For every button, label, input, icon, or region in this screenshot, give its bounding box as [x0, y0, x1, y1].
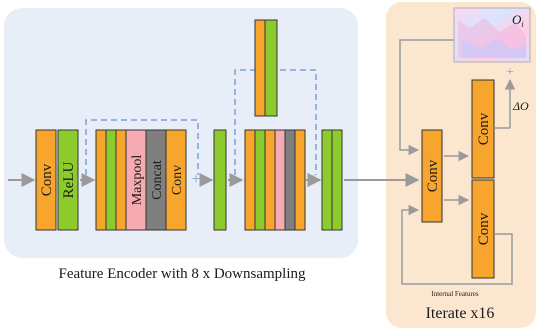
skip-connection-1	[85, 119, 199, 175]
internal-features-label: Internal Features	[431, 290, 479, 298]
output-image-label-sub: i	[521, 20, 523, 29]
block1-conv-label: Conv	[39, 163, 55, 196]
final-green-layer-2	[331, 129, 343, 231]
block3-layer3	[264, 129, 276, 231]
output-image-label-main: O	[512, 12, 522, 27]
iterate-conv-main	[421, 129, 443, 223]
iterate-conv-lower-label: Conv	[476, 212, 492, 245]
block2-layer1	[95, 129, 107, 231]
block2-concat-label: Concat	[150, 160, 165, 200]
output-image: Oi	[453, 7, 531, 63]
plus-sign-1: +	[191, 171, 200, 188]
block2-maxpool-label: Maxpool	[130, 155, 145, 206]
block2: Maxpool Concat Conv	[95, 129, 187, 231]
iterate-panel	[386, 2, 536, 328]
internal-features-loop	[401, 204, 513, 285]
block1-conv	[35, 129, 57, 231]
output-image-texture-2	[462, 38, 526, 58]
iterate-caption: Iterate x16	[426, 305, 495, 322]
block3-layer5	[284, 129, 296, 231]
block2-layer2	[105, 129, 117, 231]
iterate-conv-upper-label: Conv	[476, 112, 492, 145]
block3	[244, 129, 306, 231]
iterate-conv-upper	[471, 79, 495, 179]
block3-layer4	[274, 129, 286, 231]
top-block-green	[264, 19, 278, 117]
output-image-label: Oi	[512, 12, 524, 29]
block3-layer1	[244, 129, 256, 231]
single-green-layer-1	[213, 129, 227, 231]
iterate-conv-lower	[471, 179, 495, 279]
top-block	[254, 19, 278, 117]
block1-relu-label: ReLU	[61, 162, 77, 199]
top-block-orange	[254, 19, 266, 117]
block1: Conv ReLU	[35, 129, 79, 231]
iterate-conv-main-label: Conv	[425, 159, 441, 192]
block3-layer6	[294, 129, 306, 231]
delta-o-label: ΔO	[512, 99, 529, 113]
final-green-layer	[321, 129, 333, 231]
block2-conv-label: Conv	[170, 165, 185, 195]
block3-layer2	[254, 129, 266, 231]
image-feedback-line	[399, 39, 454, 156]
encoder-caption: Feature Encoder with 8 x Downsampling	[58, 266, 306, 282]
block1-relu	[57, 129, 79, 231]
plus-sign-3: +	[506, 65, 514, 80]
block2-layer3	[115, 129, 127, 231]
block2-conv	[165, 129, 187, 231]
